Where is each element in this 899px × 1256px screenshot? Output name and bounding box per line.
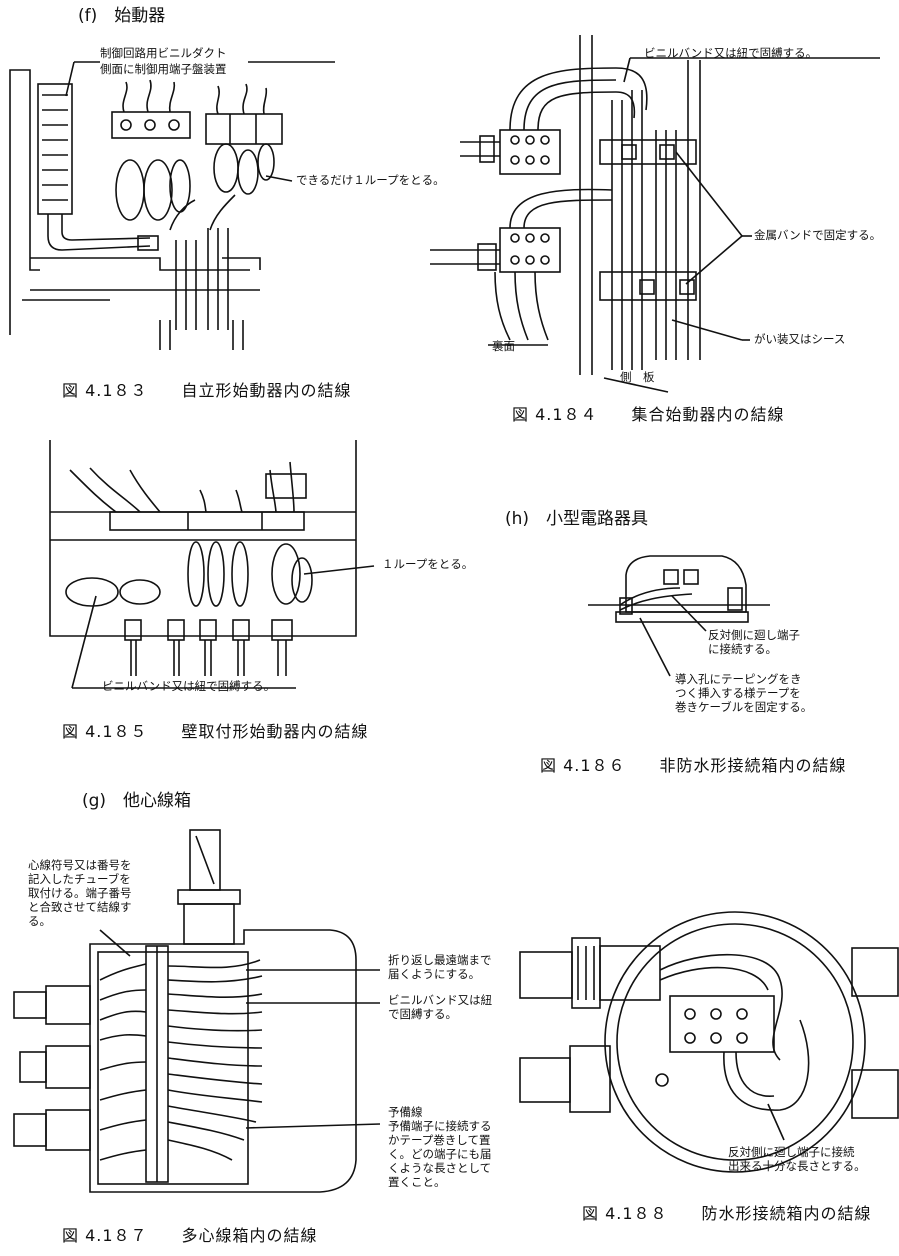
fig188-caption: 図 4.1８８ 防水形接続箱内の結線 [582, 1204, 872, 1223]
fig186-label-taping: 導入孔にテーピングをき つく挿入する様テープを 巻きケーブルを固定する。 [675, 672, 813, 714]
fig187-label-fold: 折り返し最遠端まで 届くようにする。 [388, 953, 492, 981]
fig186-label-opposite: 反対側に廻し端子 に接続する。 [708, 628, 800, 656]
section-heading-small-circuit: (h) 小型電路器具 [505, 509, 649, 529]
fig185-label-band: ビニルバンド又は紐で固縛する。 [102, 679, 276, 693]
fig183-caption: 図 4.1８３ 自立形始動器内の結線 [62, 381, 352, 400]
figure-4-183-drawing [9, 61, 335, 350]
figure-4-186-drawing [588, 555, 770, 677]
fig188-label-opposite: 反対側に廻し端子に接続 出来る十分な長さとする。 [728, 1145, 866, 1173]
fig187-label-band: ビニルバンド又は紐 で固縛する。 [388, 993, 493, 1021]
figure-4-184-drawing [430, 35, 880, 393]
fig184-label-back: 裏面 [492, 339, 515, 353]
section-heading-starter: (f) 始動器 [78, 6, 166, 26]
fig187-label-spare: 予備線 予備端子に接続する かテープ巻きして置 く。どの端子にも届 くような長さ… [388, 1105, 492, 1189]
figure-4-187-drawing [13, 829, 381, 1193]
fig183-label-loop: できるだけ１ループをとる。 [296, 173, 445, 187]
fig184-label-band: ビニルバンド又は紐で固縛する。 [644, 46, 818, 60]
fig184-label-metal-band: 金属バンドで固定する。 [754, 228, 882, 242]
fig184-label-side-panel: 側 板 [620, 370, 655, 384]
fig187-label-tube: 心線符号又は番号を 記入したチューブを 取付ける。端子番号 と合致させて結線す … [28, 858, 132, 928]
fig187-caption: 図 4.1８７ 多心線箱内の結線 [62, 1226, 318, 1245]
figure-4-185-drawing [49, 440, 375, 689]
fig185-caption: 図 4.1８５ 壁取付形始動器内の結線 [62, 722, 369, 741]
fig184-label-sheath: がい装又はシース [754, 332, 846, 346]
fig183-label-duct: 制御回路用ビニルダクト [100, 46, 227, 60]
fig184-caption: 図 4.1８４ 集合始動器内の結線 [512, 405, 785, 424]
fig185-label-loop: １ループをとる。 [382, 557, 474, 571]
fig183-label-terminal-panel: 側面に制御用端子盤装置 [100, 62, 227, 76]
figure-4-188-drawing [519, 911, 899, 1173]
fig186-caption: 図 4.1８６ 非防水形接続箱内の結線 [540, 756, 847, 775]
section-heading-multicore-box: (g) 他心線箱 [82, 791, 192, 811]
